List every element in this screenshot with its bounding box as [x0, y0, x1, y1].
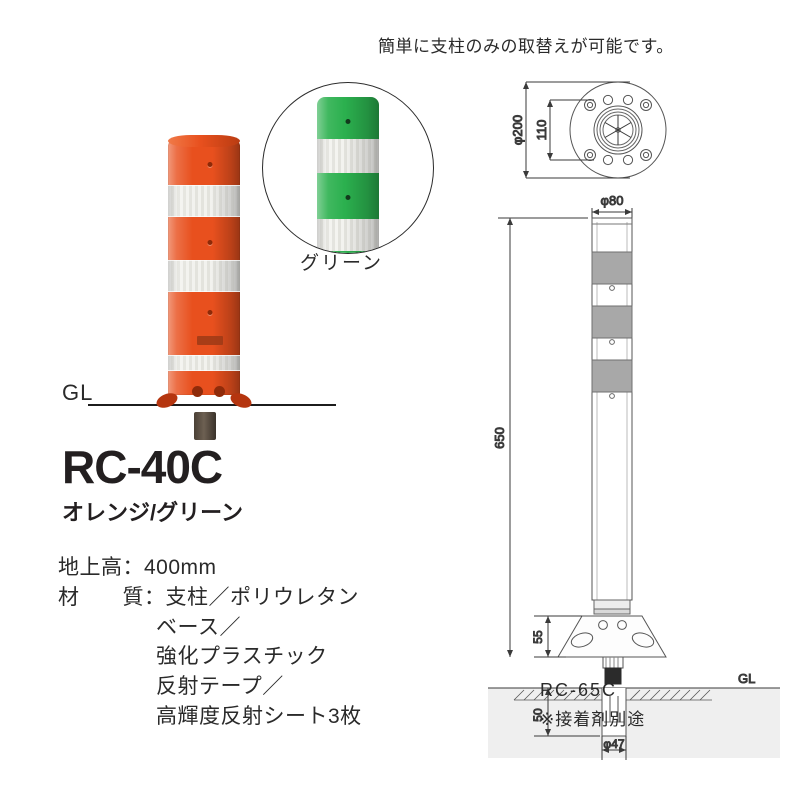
- green-segment: [317, 251, 379, 253]
- dim-50: [534, 687, 600, 737]
- drawing-caption-note: ※接着剤別途: [540, 710, 646, 729]
- drawing-gl-label: GL: [738, 671, 755, 686]
- screw-icon: [609, 393, 615, 399]
- dim-55: [534, 615, 582, 658]
- dim-label-55: 55: [531, 630, 545, 644]
- dim-110: [547, 99, 594, 161]
- reflective-band: [168, 260, 240, 292]
- green-variant-label: グリーン: [300, 253, 384, 274]
- reflective-band: [317, 139, 379, 173]
- technical-drawing-svg: φ200 110 φ80: [488, 81, 780, 760]
- reflective-band: [317, 219, 379, 253]
- product-code: RC-40C: [62, 441, 223, 493]
- spec-line: 反射テープ／: [156, 675, 284, 699]
- drawing-caption-model: RC-65C: [540, 680, 618, 700]
- dim-phi200: [523, 81, 630, 179]
- reflective-band: [168, 185, 240, 217]
- product-photo-orange: [88, 135, 336, 440]
- screw-icon: [609, 285, 615, 291]
- product-specifications: 地上高：400mm 材 質：支柱／ポリウレタン ベース／ 強化プラスチック 反射…: [58, 553, 458, 732]
- cone-hole: [192, 386, 203, 397]
- dim-label-650: 650: [492, 427, 507, 449]
- ground-line: [88, 404, 336, 406]
- screw-icon: [345, 119, 351, 124]
- dim-label-110: 110: [534, 120, 549, 141]
- dim-phi47: [601, 736, 627, 760]
- anchor-stud: [194, 412, 216, 440]
- spec-line: 材 質：支柱／ポリウレタン: [58, 585, 359, 609]
- screw-icon: [207, 240, 213, 245]
- screw-icon: [207, 162, 213, 167]
- dim-label-phi47: φ47: [603, 737, 624, 751]
- dim-label-50: 50: [531, 708, 545, 722]
- brand-label: [197, 336, 223, 345]
- screw-icon: [345, 195, 351, 200]
- green-variant-inset: [262, 82, 434, 254]
- bollard-post: [168, 140, 240, 395]
- embedded-anchor: [601, 688, 627, 737]
- reflective-band: [168, 355, 240, 371]
- dim-label-phi200: φ200: [510, 115, 525, 145]
- elevation-collar: [593, 599, 631, 615]
- elevation-base-flange: [557, 615, 667, 658]
- elevation-reflective-bands: [591, 251, 633, 393]
- bollard-base-cone: [130, 372, 278, 418]
- top-view-plan: [569, 81, 667, 179]
- bollard-post-top: [168, 135, 240, 147]
- screw-icon: [609, 339, 615, 345]
- product-colors: オレンジ/グリーン: [62, 500, 244, 525]
- dim-label-phi80: φ80: [601, 193, 624, 208]
- green-bollard: [317, 97, 379, 253]
- spec-line: 高輝度反射シート3枚: [156, 705, 362, 729]
- spec-line: 強化プラスチック: [156, 645, 328, 669]
- spec-line: 地上高：400mm: [58, 556, 217, 579]
- screw-icon: [207, 310, 213, 315]
- photo-gl-label: GL: [62, 380, 94, 405]
- elevation-anchor-stud: [602, 656, 624, 685]
- technical-drawing: φ200 110 φ80: [470, 60, 800, 760]
- header-note: 簡単に支柱のみの取替えが可能です。: [378, 37, 674, 56]
- spec-line: ベース／: [156, 615, 241, 639]
- cone-hole: [214, 386, 225, 397]
- dim-650: [498, 217, 588, 657]
